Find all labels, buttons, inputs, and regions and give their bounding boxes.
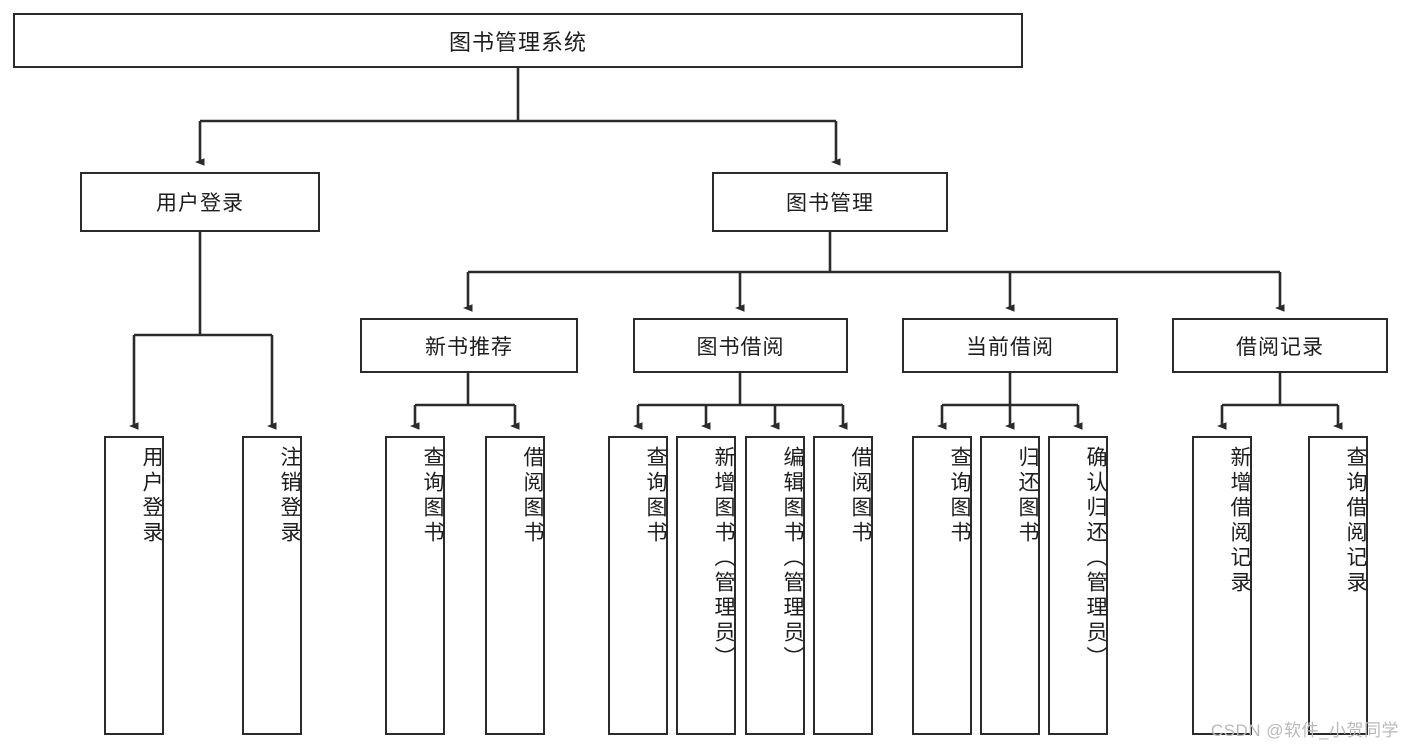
node-book-borrow[interactable]: 图书借阅 (633, 318, 848, 373)
leaf-confirm-return[interactable]: 确认归还（管理员） (1048, 436, 1108, 735)
node-new-book-rec[interactable]: 新书推荐 (360, 318, 578, 373)
leaf-user-login[interactable]: 用户登录 (104, 436, 164, 735)
leaf-add-record-label: 新增借阅记录 (1228, 446, 1251, 596)
leaf-add-book[interactable]: 新增图书（管理员） (676, 436, 736, 735)
leaf-query-record[interactable]: 查询借阅记录 (1308, 436, 1368, 735)
leaf-logout-label: 注销登录 (278, 446, 301, 546)
leaf-add-record[interactable]: 新增借阅记录 (1192, 436, 1252, 735)
node-book-manage-label: 图书管理 (786, 192, 874, 215)
leaf-query-book-2[interactable]: 查询图书 (608, 436, 668, 735)
leaf-borrow-book-1-label: 借阅图书 (521, 446, 544, 546)
leaf-query-book-3-label: 查询图书 (948, 446, 971, 546)
leaf-query-book-3[interactable]: 查询图书 (912, 436, 972, 735)
node-current-borrow[interactable]: 当前借阅 (902, 318, 1118, 373)
node-book-borrow-label: 图书借阅 (696, 335, 785, 359)
leaf-query-book-2-label: 查询图书 (644, 446, 667, 546)
leaf-borrow-book-1[interactable]: 借阅图书 (485, 436, 545, 735)
leaf-return-book[interactable]: 归还图书 (980, 436, 1040, 735)
node-new-book-rec-label: 新书推荐 (425, 335, 513, 359)
node-borrow-record[interactable]: 借阅记录 (1172, 318, 1388, 373)
node-user-login-label: 用户登录 (156, 192, 244, 215)
leaf-query-book-1[interactable]: 查询图书 (385, 436, 445, 735)
node-user-login[interactable]: 用户登录 (80, 172, 320, 232)
leaf-add-book-label: 新增图书（管理员） (712, 446, 735, 671)
node-book-manage[interactable]: 图书管理 (712, 172, 948, 232)
leaf-edit-book[interactable]: 编辑图书（管理员） (745, 436, 805, 735)
node-root-label: 图书管理系统 (448, 29, 587, 55)
leaf-borrow-book-2-label: 借阅图书 (849, 446, 872, 546)
node-root[interactable]: 图书管理系统 (13, 13, 1023, 68)
node-current-borrow-label: 当前借阅 (966, 335, 1054, 359)
leaf-edit-book-label: 编辑图书（管理员） (781, 446, 804, 671)
leaf-logout[interactable]: 注销登录 (242, 436, 302, 735)
leaf-query-book-1-label: 查询图书 (421, 446, 444, 546)
leaf-return-book-label: 归还图书 (1016, 446, 1039, 546)
leaf-query-record-label: 查询借阅记录 (1344, 446, 1367, 596)
leaf-user-login-label: 用户登录 (140, 446, 163, 546)
node-borrow-record-label: 借阅记录 (1236, 335, 1324, 359)
leaf-confirm-return-label: 确认归还（管理员） (1084, 446, 1107, 671)
leaf-borrow-book-2[interactable]: 借阅图书 (813, 436, 873, 735)
